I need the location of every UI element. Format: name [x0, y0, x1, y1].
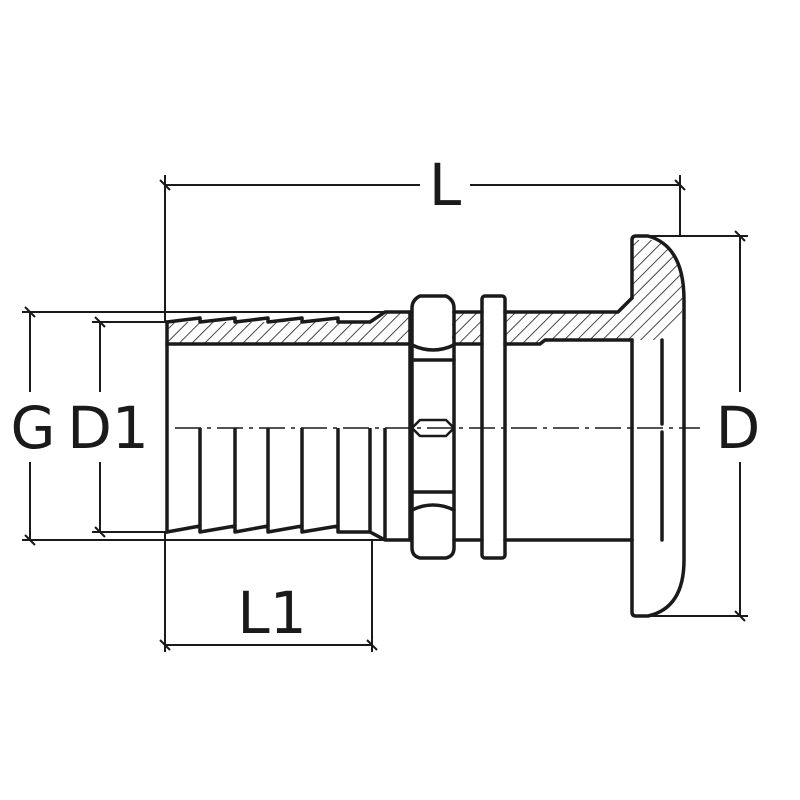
dimension-D1	[92, 316, 167, 538]
label-L1: L1	[237, 579, 306, 647]
flange-head	[630, 234, 686, 618]
threaded-body	[408, 296, 634, 542]
label-L: L	[429, 151, 461, 219]
label-G: G	[11, 394, 56, 462]
dimension-D	[650, 230, 748, 622]
hex-nut	[410, 294, 456, 560]
washer	[480, 294, 507, 560]
label-D: D	[716, 394, 761, 462]
dimension-L	[159, 175, 686, 322]
hose-tail	[165, 310, 412, 542]
dimension-L1	[159, 532, 378, 652]
label-D1: D1	[67, 394, 149, 462]
wall-section-hatching	[167, 240, 684, 344]
dimension-G	[22, 306, 412, 546]
